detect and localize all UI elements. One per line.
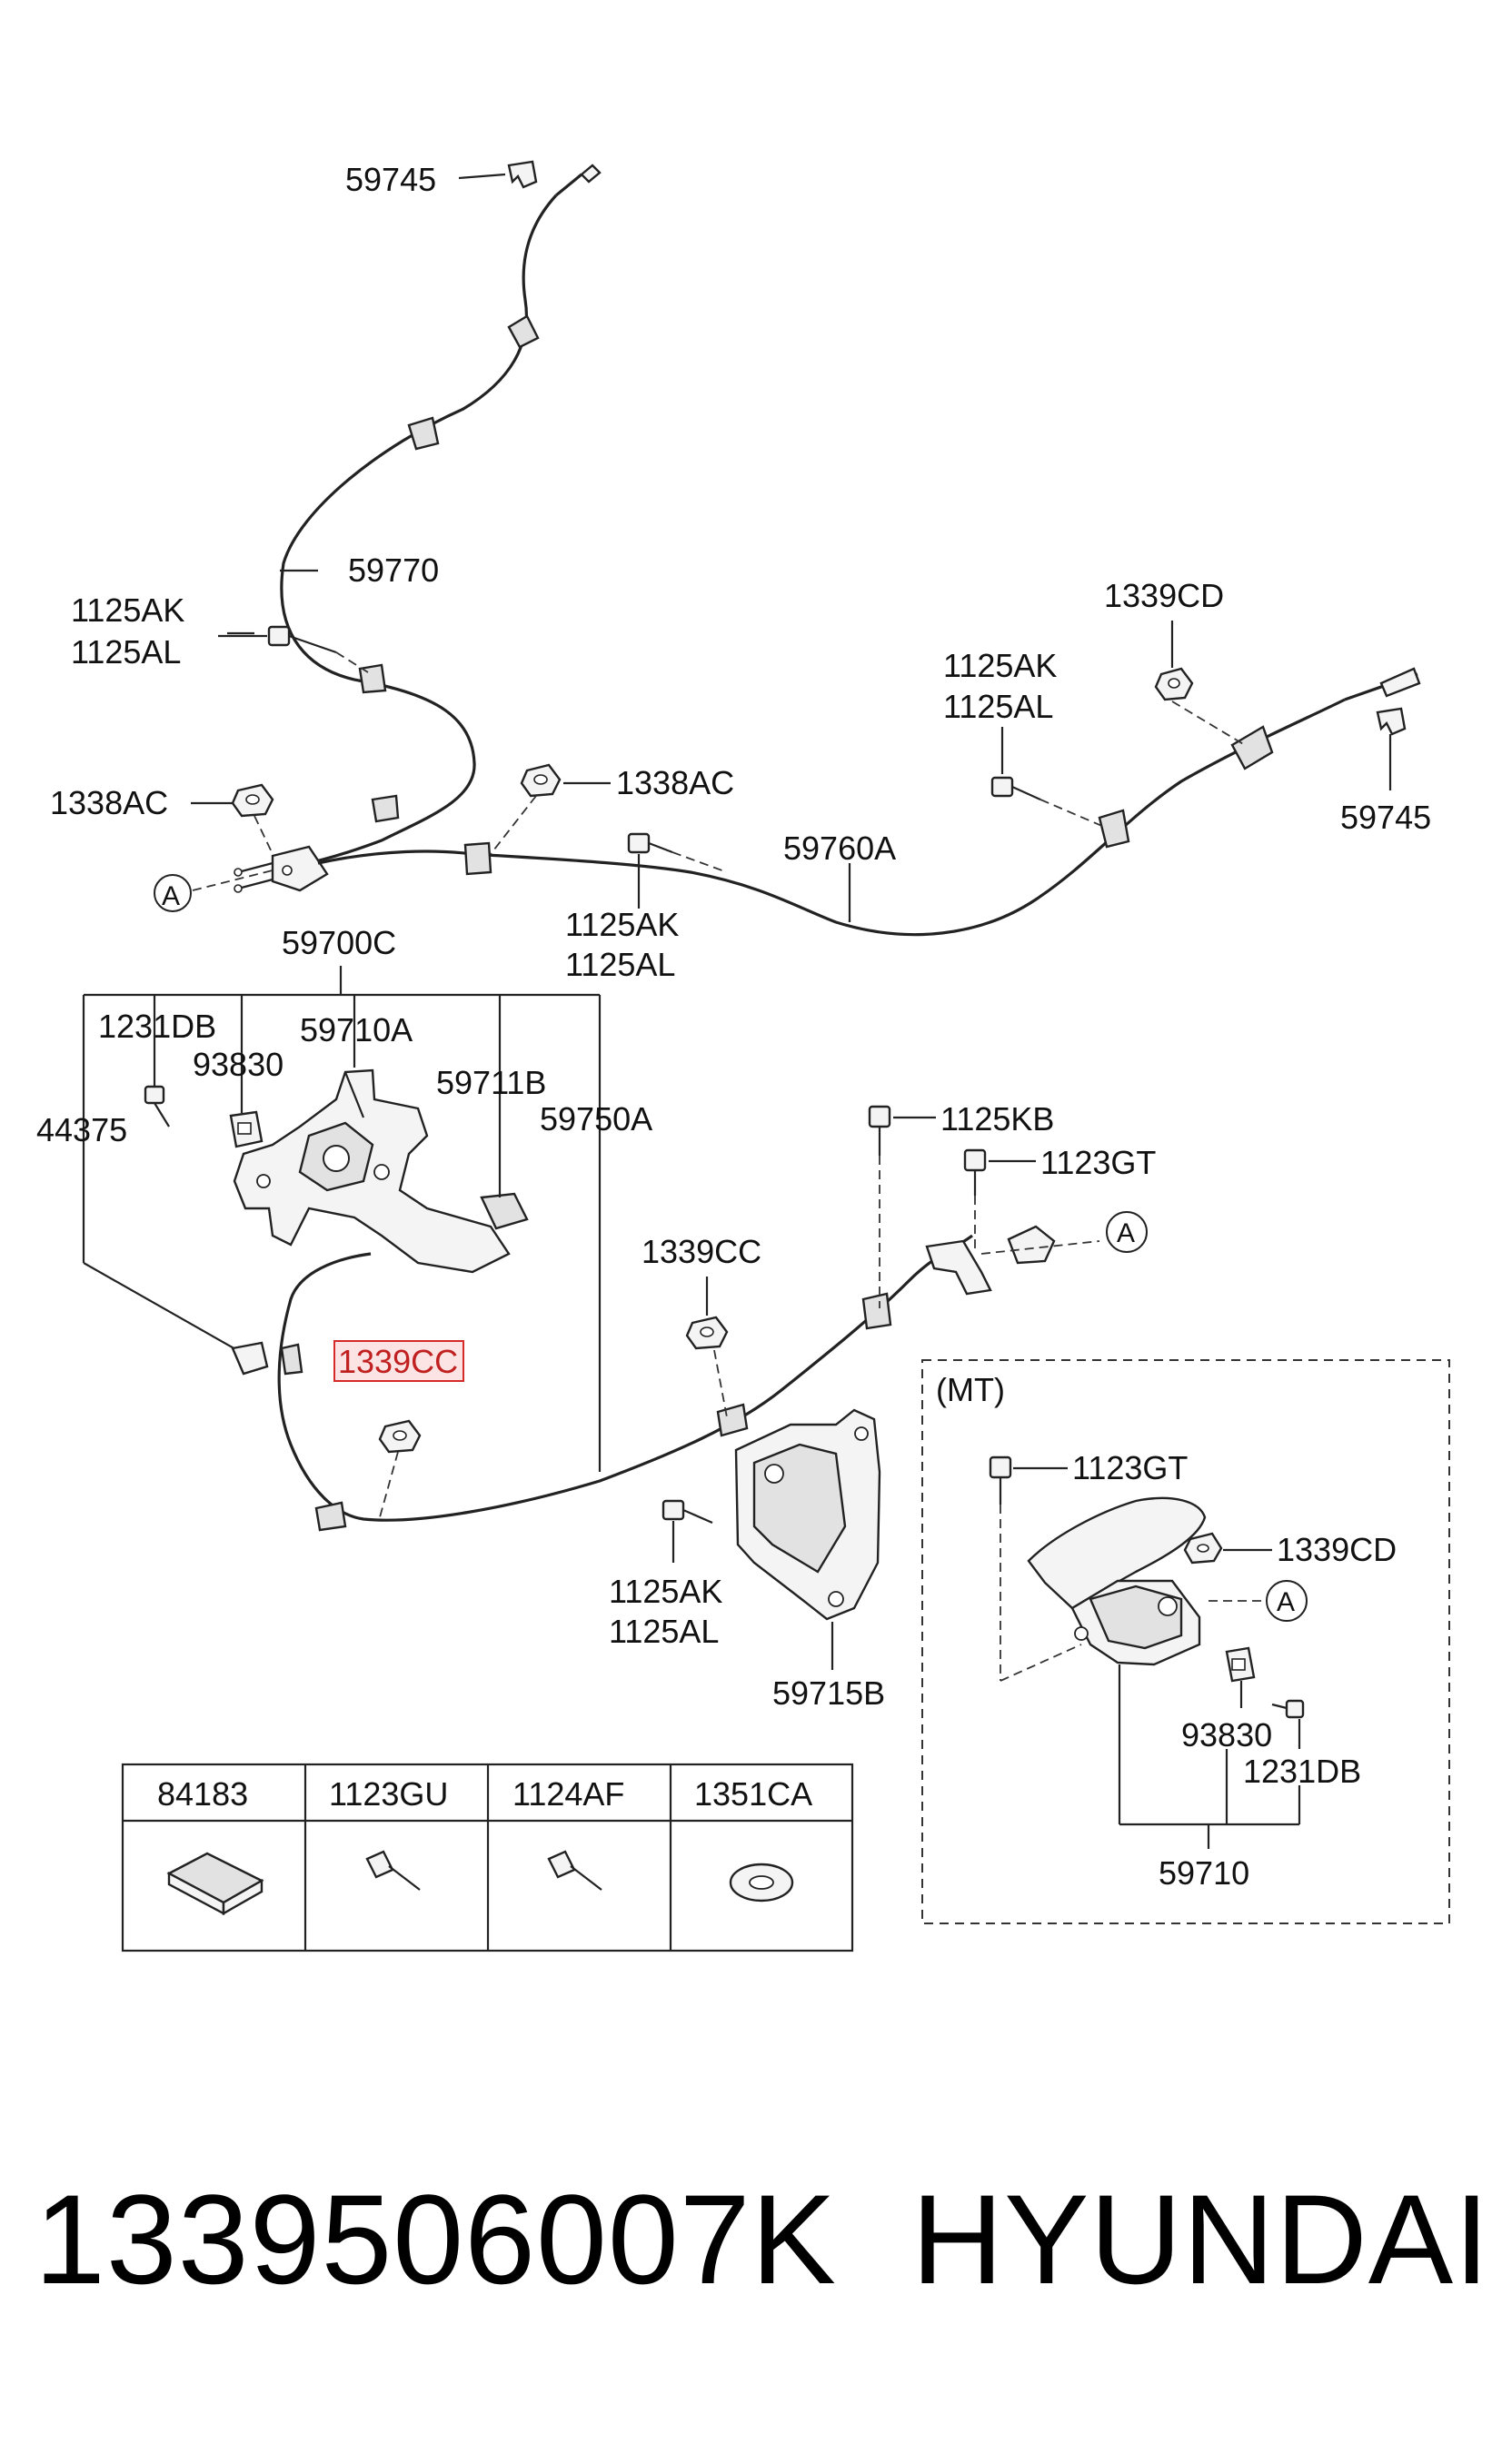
- label-1231db-left: 1231DB: [98, 1008, 216, 1045]
- clip-59745-right: [1376, 707, 1407, 736]
- bolt-1123gt-mt: [989, 1456, 1012, 1505]
- label-93830-left: 93830: [193, 1046, 283, 1083]
- label-59750a: 59750A: [540, 1100, 652, 1138]
- footer-part-number: 1339506007K: [35, 2168, 837, 2310]
- label-59710: 59710: [1159, 1854, 1249, 1892]
- nut-1339cd-top: [1154, 667, 1194, 701]
- label-59715b: 59715B: [772, 1674, 885, 1712]
- parts-table: [121, 1763, 854, 1952]
- group-59710-lines: [1118, 1664, 1301, 1849]
- label-1338ac-mid: 1338AC: [616, 764, 734, 801]
- label-1123gt-mt: 1123GT: [1072, 1449, 1188, 1486]
- clip-93830-left: [229, 1110, 264, 1148]
- washer-1351ca-icon: [729, 1863, 794, 1903]
- bolt-1125ak-mid: [627, 832, 673, 854]
- label-1123gt-top: 1123GT: [1040, 1144, 1156, 1181]
- mt-box: [921, 1359, 1450, 1924]
- table-header-1123gu: 1123GU: [329, 1775, 448, 1813]
- label-1125al-bottom: 1125AL: [609, 1613, 719, 1650]
- label-1125ak-left: 1125AK: [71, 591, 184, 629]
- label-1125al-mid: 1125AL: [565, 946, 675, 983]
- label-1339cc-highlight: 1339CC: [338, 1343, 458, 1380]
- cable-59770: [280, 164, 602, 867]
- label-59760a: 59760A: [783, 830, 896, 867]
- bolt-1123gu-icon: [365, 1850, 421, 1891]
- hand-lever-59710: [1027, 1496, 1207, 1666]
- ref-a-mt: A: [1277, 1587, 1295, 1617]
- label-1338ac-left: 1338AC: [50, 784, 168, 821]
- nut-1339cc-left: [378, 1419, 422, 1454]
- label-44375: 44375: [36, 1111, 127, 1148]
- label-1125al-left: 1125AL: [71, 633, 181, 671]
- nut-1338ac-mid: [520, 763, 562, 798]
- cable-end-bracket: [925, 1225, 1056, 1296]
- label-59770: 59770: [348, 551, 439, 589]
- table-header-1351ca: 1351CA: [694, 1775, 812, 1813]
- label-59700c: 59700C: [282, 924, 396, 961]
- bolt-1231db-mt: [1271, 1699, 1305, 1719]
- cable-59750a: [277, 1234, 973, 1532]
- bolt-1125ak-right: [990, 776, 1041, 801]
- cable-59760a: [317, 667, 1421, 937]
- label-1125ak-mid: 1125AK: [565, 906, 679, 943]
- label-1339cc-mid: 1339CC: [642, 1233, 761, 1270]
- nut-1339cc-mid: [685, 1316, 729, 1350]
- label-1125ak-bottom: 1125AK: [609, 1573, 722, 1610]
- label-59711b: 59711B: [436, 1064, 546, 1101]
- pedal-pad-59711b: [480, 1192, 529, 1230]
- ref-a-right: A: [1117, 1218, 1135, 1248]
- nut-1338ac-left: [231, 783, 274, 818]
- bolt-1123gt-top: [963, 1148, 987, 1196]
- bracket-59715b: [734, 1408, 881, 1621]
- table-header-1124af: 1124AF: [512, 1775, 624, 1813]
- clip-59745-top: [507, 160, 538, 189]
- ref-a-left: A: [162, 881, 180, 911]
- label-59745-right: 59745: [1340, 799, 1431, 836]
- bolt-1231db-left: [144, 1085, 170, 1128]
- label-1339cd-top: 1339CD: [1104, 577, 1224, 614]
- pedal-assembly-59710a: [233, 1068, 511, 1274]
- label-59745-top: 59745: [345, 161, 436, 198]
- label-59710a: 59710A: [300, 1011, 413, 1048]
- label-1231db-mt: 1231DB: [1243, 1753, 1361, 1790]
- pad-84183-icon: [166, 1852, 264, 1916]
- highlight-box-1339cc: [333, 1340, 464, 1382]
- bolt-1124af-icon: [547, 1850, 602, 1891]
- bolt-1125ak-left: [267, 625, 337, 654]
- table-header-84183: 84183: [157, 1775, 248, 1813]
- label-mt: (MT): [936, 1371, 1005, 1408]
- nut-1339cd-mt: [1183, 1532, 1223, 1565]
- label-1125kb: 1125KB: [940, 1100, 1054, 1138]
- group-59700c-lines: [82, 966, 602, 1472]
- equalizer: [234, 845, 329, 893]
- bolt-1125kb: [868, 1105, 891, 1156]
- footer-brand: HYUNDAI: [911, 2168, 1491, 2310]
- clip-44375: [231, 1341, 269, 1376]
- label-1125ak-right: 1125AK: [943, 647, 1057, 684]
- bolt-1125ak-bottom: [661, 1499, 713, 1525]
- clip-93830-mt: [1225, 1646, 1256, 1683]
- label-93830-mt: 93830: [1181, 1716, 1272, 1754]
- label-1125al-right: 1125AL: [943, 688, 1053, 725]
- label-1339cd-mt: 1339CD: [1277, 1531, 1397, 1568]
